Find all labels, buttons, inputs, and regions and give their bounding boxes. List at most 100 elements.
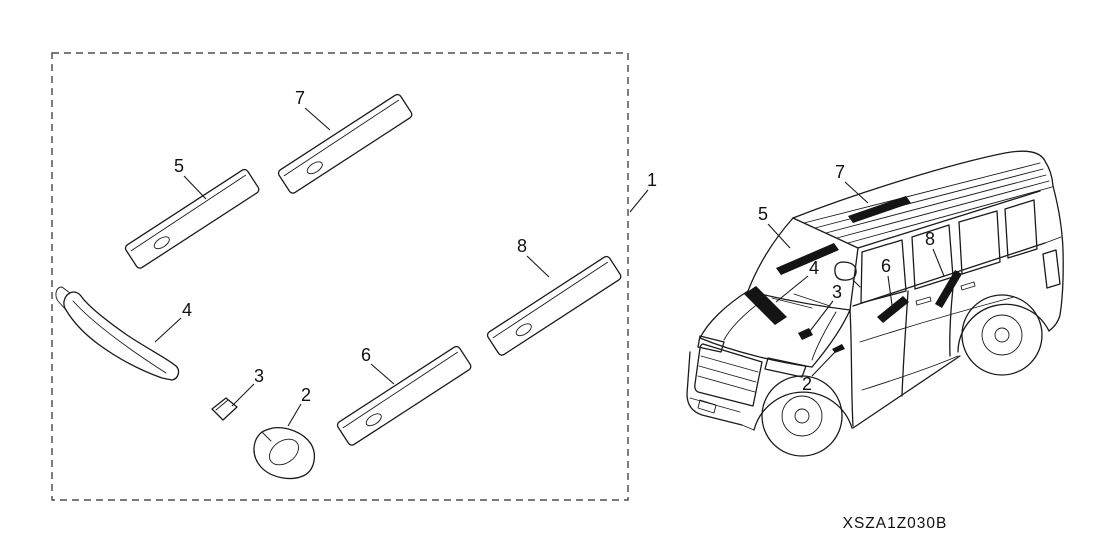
vehicle-illustration: 7 5 4 3 2 6 8 [686,150,1064,457]
callout-7-vehicle: 7 [835,162,869,204]
callout-8-box: 8 [517,236,550,278]
vehicle-roofline [792,150,1054,219]
callout-3-box: 3 [231,366,264,407]
callout-1-leader-line [629,189,649,213]
vehicle-headlight-left [697,335,725,353]
callout-6-vehicle-leader [887,275,893,306]
trim-piece-4-end-tab [55,286,71,311]
callout-4-box: 4 [154,300,192,343]
callout-3-leader-line [231,383,255,407]
trim-strip-7-clip-hole [306,161,323,175]
trim-piece-2-opening [269,438,299,466]
callout-8-label: 8 [517,236,527,256]
callout-8-vehicle-label: 8 [925,229,935,249]
callout-5-vehicle-leader [767,223,791,249]
callout-5-label: 5 [174,156,184,176]
trim-piece-4-fold-line [72,300,167,374]
trim-strip-5-fold-line [130,174,246,252]
vehicle-rear-glass [1004,199,1038,259]
trim-piece-2 [253,427,316,480]
callout-3-label: 3 [254,366,264,386]
part-code: XSZA1Z030B [843,515,948,532]
vehicle-a-pillar [747,217,794,292]
callout-8-vehicle-leader [932,248,945,277]
vehicle-headlight-right [764,357,807,378]
trim-strip-6-body [336,345,472,446]
vehicle-rear-wheel [961,294,1043,376]
callout-8-leader-line [526,255,550,278]
vehicle-front-bumper [686,351,755,431]
vehicle-fender-edge [811,309,851,368]
callout-4-vehicle-leader [775,275,809,303]
callout-5-box: 5 [174,156,207,200]
trim-strip-8-fold-line [492,261,608,339]
callout-3-vehicle-leader [809,300,834,332]
callout-1-label: 1 [647,170,657,190]
trim-piece-4 [55,286,180,381]
callout-8-vehicle: 8 [925,229,945,277]
callout-7-vehicle-leader [844,181,869,204]
callout-5-vehicle-label: 5 [758,204,768,224]
trim-strip-7-fold-line [283,99,399,177]
vehicle-trim-3-highlight [798,328,813,340]
callout-4-label: 4 [182,300,192,320]
vehicle-windshield-side [849,247,859,311]
trim-strip-7 [277,93,413,194]
vehicle-front-wheel [761,375,843,457]
vehicle-hood-crease-2 [811,311,837,361]
callout-2-box: 2 [287,385,311,427]
callout-4-leader-line [154,317,182,343]
vehicle-quarter-window [958,210,1001,275]
vehicle-hood-front-edge [699,337,813,368]
vehicle-hood-left-edge [699,290,749,339]
vehicle-trim-8-highlight [935,270,962,308]
vehicle-front-door-window [860,239,907,304]
callout-7-leader-line [304,107,331,131]
vehicle-tail-light [1042,249,1061,289]
trim-strip-8-body [486,255,622,356]
trim-strip-5 [124,168,260,269]
vehicle-trim-6-highlight [877,296,909,323]
callout-6-vehicle-label: 6 [881,256,891,276]
assembly-boundary-box [51,52,629,501]
callout-2-leader-line [287,403,302,427]
vehicle-side-mirror [834,261,861,288]
trim-strip-6 [336,345,472,446]
callout-5-leader-line [183,175,207,200]
trim-strip-5-clip-hole [153,236,170,250]
callout-6-label: 6 [361,345,371,365]
callout-6-vehicle: 6 [881,256,893,306]
callout-2-label: 2 [301,385,311,405]
trim-strip-8 [486,255,622,356]
vehicle-roof-front-edge [792,217,859,249]
trim-piece-3-body [211,397,238,421]
trim-piece-3-fold-line [215,399,229,411]
vehicle-belt-line-rear [1044,236,1062,244]
callout-6-leader-line [370,363,395,385]
trim-strip-6-clip-hole [365,413,382,427]
callout-5-vehicle: 5 [758,204,791,249]
vehicle-belt-line [852,242,1046,307]
callout-4-vehicle-label: 4 [809,258,819,278]
callout-1: 1 [629,170,657,213]
vehicle-trim-7-highlight [848,196,911,223]
trim-piece-2-notch [261,431,272,442]
callout-2-vehicle-leader [811,351,836,377]
vehicle-side-crease-lower [861,355,959,391]
trim-strip-7-body [277,93,413,194]
trim-strip-5-body [124,168,260,269]
callout-7-box: 7 [295,88,331,131]
callout-6-box: 6 [361,345,395,385]
callout-2-vehicle-label: 2 [802,374,812,394]
vehicle-grille [694,343,763,407]
vehicle-trim-5-highlight [776,243,839,275]
trim-piece-2-body [253,427,316,480]
vehicle-drip-rail [857,190,1041,249]
parts-assembly-box: 1 5 7 6 [51,52,657,501]
trim-piece-4-body [63,291,180,381]
callout-7-label: 7 [295,88,305,108]
callout-4-vehicle: 4 [775,258,819,303]
trim-piece-3 [211,397,238,421]
